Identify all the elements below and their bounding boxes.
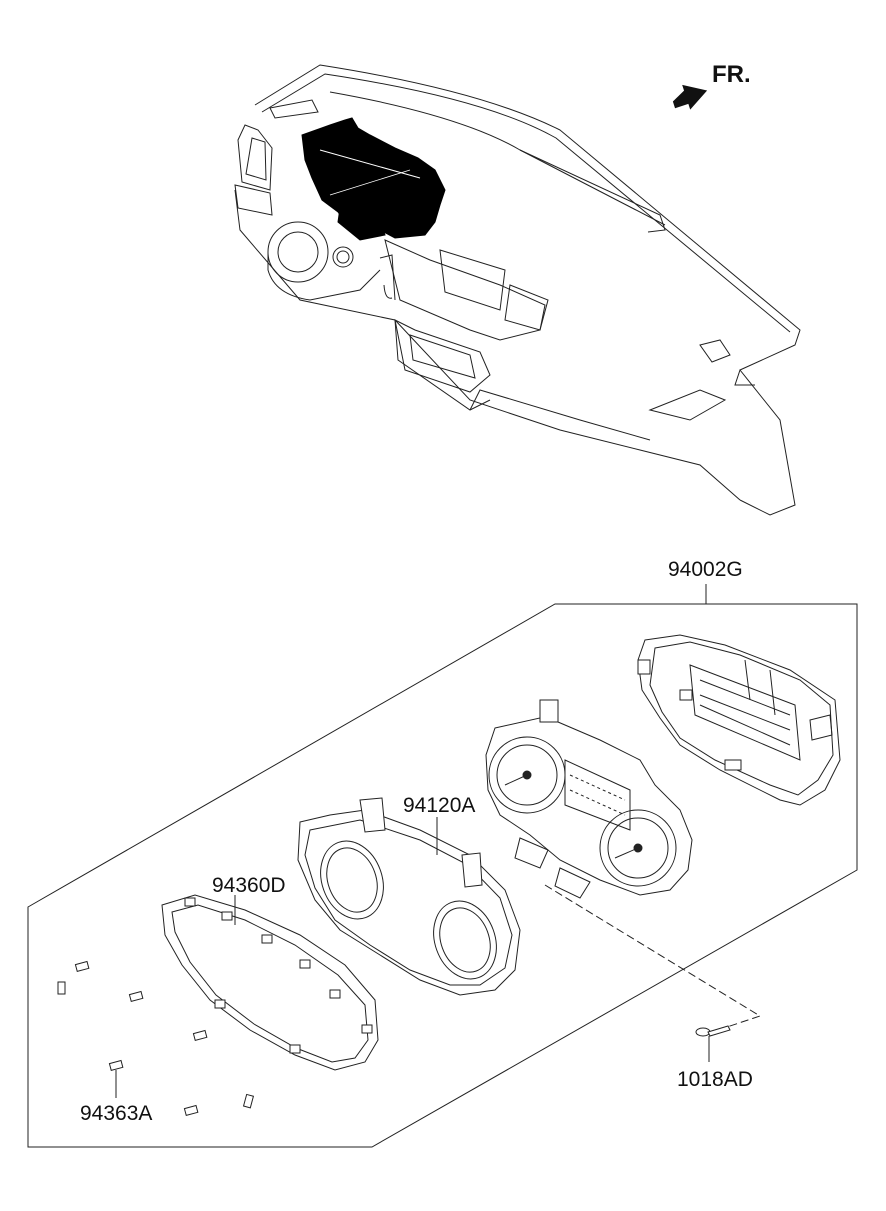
callout-94363A: 94363A [80, 1102, 152, 1125]
clip [128, 990, 144, 1003]
screw-part [695, 1025, 731, 1037]
clip [183, 1104, 199, 1117]
assembly-boundary [27, 603, 858, 1148]
clip [242, 1093, 255, 1109]
clip [108, 1059, 124, 1072]
cluster-facia [297, 797, 521, 996]
front-label: FR. [712, 61, 751, 88]
callout-1018AD: 1018AD [677, 1068, 753, 1091]
callout-94120A: 94120A [403, 794, 475, 817]
cluster-window-glass [161, 894, 379, 1071]
screw-leader-line [544, 884, 762, 1031]
dashboard-illustration [234, 64, 801, 516]
clip [74, 960, 90, 973]
arrow-right-icon [672, 84, 708, 110]
cluster-location-highlight [301, 117, 446, 239]
clip-group [57, 960, 255, 1117]
clip [57, 981, 66, 995]
gauge-board [485, 699, 693, 899]
front-direction-indicator: FR. [672, 61, 751, 110]
clip [192, 1029, 208, 1042]
cluster-rear-case [637, 634, 841, 806]
callout-94360D: 94360D [212, 874, 286, 897]
callout-94002G: 94002G [668, 558, 743, 581]
